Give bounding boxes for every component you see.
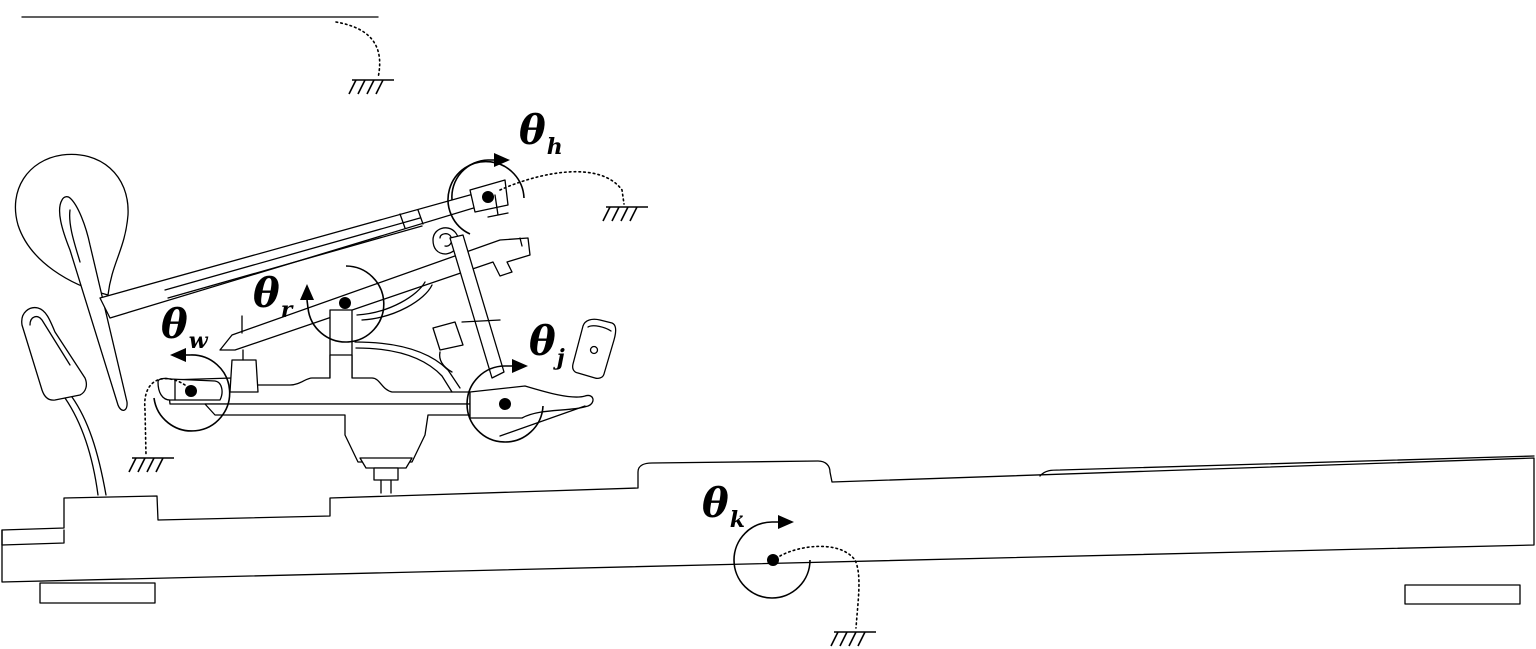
repetition-spring <box>361 284 433 321</box>
jack-wire <box>354 341 461 389</box>
jack-tail <box>499 405 586 437</box>
letoff-button <box>572 318 617 380</box>
backcheck-head <box>21 306 87 401</box>
jack-button-rod <box>461 319 501 323</box>
jack-rotation-indicator <box>466 359 544 443</box>
theta-h-label: θh <box>519 107 563 160</box>
hammer-shank-inner <box>164 217 423 299</box>
backcheck-wire <box>64 396 107 496</box>
jack-body <box>449 234 505 379</box>
key-front-rail <box>39 582 156 604</box>
backcheck-inner <box>29 315 71 366</box>
drop-screw-block <box>432 321 464 351</box>
hammer-inner-line <box>69 209 81 263</box>
key-front-step <box>1 529 65 546</box>
key-top-surface <box>1039 455 1535 477</box>
hammer-shank-marks <box>399 209 424 229</box>
capstan <box>359 457 413 494</box>
repetition-spring-2 <box>356 281 426 316</box>
string-spring-dotted <box>335 21 381 79</box>
piano-key <box>1 457 1535 583</box>
hammer-rotation-indicator <box>447 153 625 235</box>
jack-heel <box>469 385 594 419</box>
theta-j-label: θj <box>529 318 565 371</box>
jack-wire-2 <box>355 347 453 393</box>
repetition-lever <box>219 237 531 351</box>
key-back-rail <box>1404 584 1521 605</box>
ground-symbol-key <box>830 631 876 647</box>
ground-symbol-top <box>348 79 394 95</box>
theta-k-label: θk <box>702 480 745 533</box>
repetition-lever-tip <box>519 237 523 247</box>
jack-spring <box>439 351 453 373</box>
wippen-cushion <box>229 359 259 393</box>
wippen-rotation-indicator <box>144 348 231 456</box>
hammer-flange-screw <box>487 194 509 218</box>
theta-w-label: θw <box>161 301 209 354</box>
repetition-rotation-indicator <box>300 265 385 343</box>
key-rotation-indicator <box>733 515 860 629</box>
ground-symbol-wippen <box>128 457 174 473</box>
theta-r-label: θr <box>253 270 294 323</box>
ground-symbol-hammer <box>602 206 648 222</box>
wippen-heel <box>204 403 471 463</box>
